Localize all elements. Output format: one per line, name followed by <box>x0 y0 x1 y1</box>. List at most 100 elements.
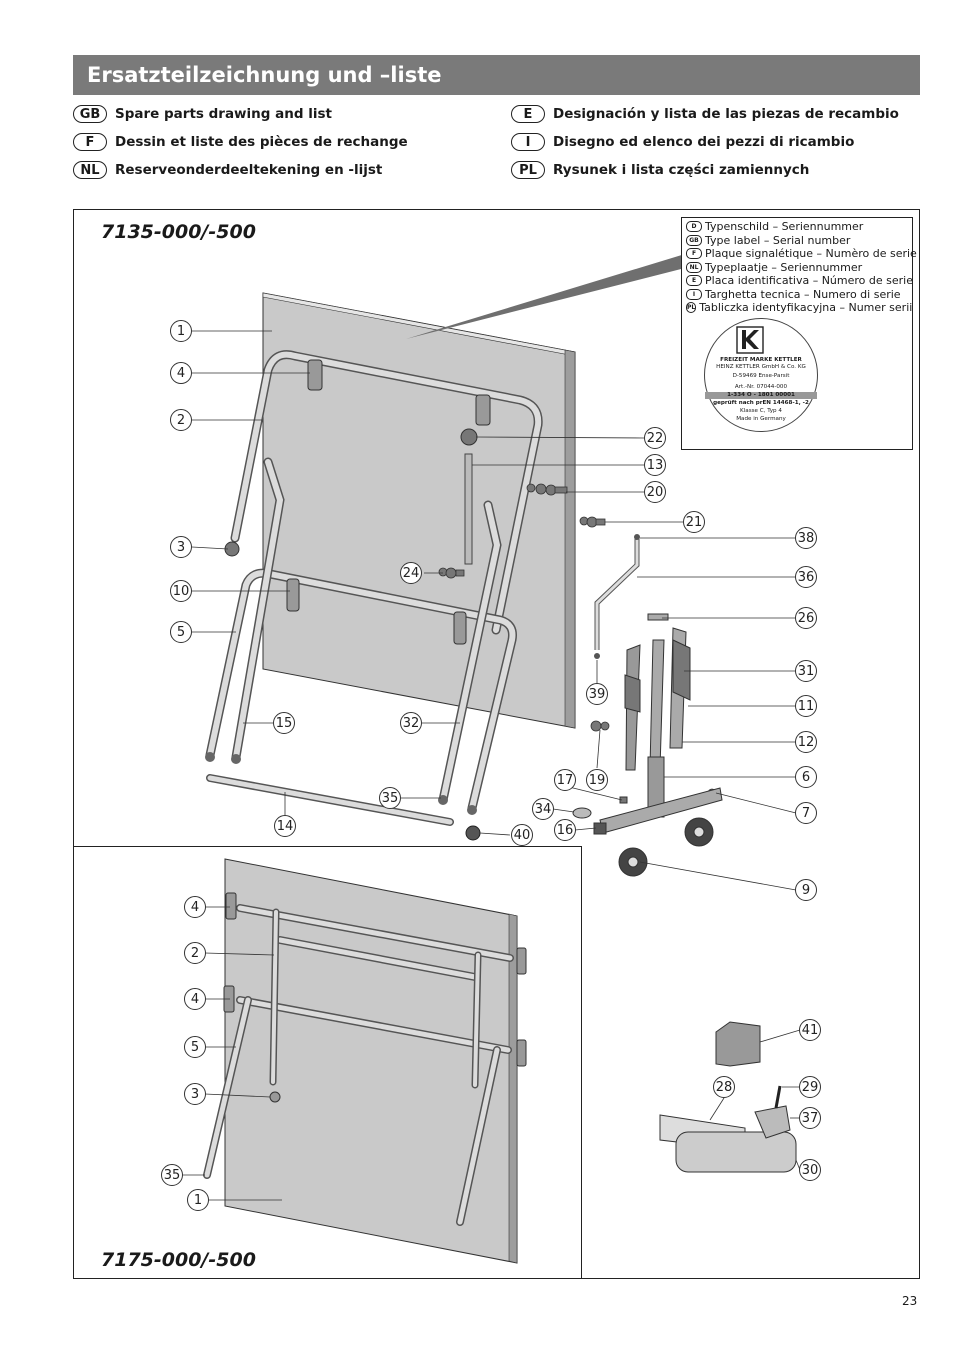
callout-circle <box>795 607 817 629</box>
lang-code: E <box>511 105 545 123</box>
callout-number: 2 <box>191 946 199 961</box>
part-callout-41: 41 <box>799 1019 821 1041</box>
callout-circle <box>586 683 608 705</box>
callout-number: 7 <box>802 806 810 821</box>
drawing-frame <box>73 209 920 1279</box>
callout-circle <box>713 1076 735 1098</box>
callout-number: 4 <box>191 992 199 1007</box>
callout-circle <box>795 731 817 753</box>
callout-circle <box>170 621 192 643</box>
part-callout-39: 39 <box>586 683 608 705</box>
type-label-entry: I Targhetta tecnica – Numero di serie <box>686 288 901 301</box>
part-callout-17: 17 <box>554 769 576 791</box>
part-callout-15: 15 <box>273 712 295 734</box>
callout-number: 34 <box>535 802 552 817</box>
type-label-text: Targhetta tecnica – Numero di serie <box>705 287 901 301</box>
page-number: 23 <box>902 1294 918 1308</box>
part-callout-6: 6 <box>795 766 817 788</box>
lang-text: Spare parts drawing and list <box>115 106 332 122</box>
callout-circle <box>554 819 576 841</box>
callout-circle <box>795 566 817 588</box>
part-callout-22: 22 <box>644 427 666 449</box>
callout-number: 28 <box>716 1080 733 1095</box>
callout-number: 13 <box>647 458 664 473</box>
callout-circle <box>511 824 533 846</box>
callout-number: 26 <box>798 611 815 626</box>
part-callout-9: 9 <box>795 879 817 901</box>
lang-text: Disegno ed elenco dei pezzi di ricambio <box>553 134 855 150</box>
callout-number: 1 <box>177 324 185 339</box>
part-callout-11: 11 <box>795 695 817 717</box>
callout-number: 12 <box>798 735 815 750</box>
callout-circle <box>184 1083 206 1105</box>
callout-circle <box>799 1019 821 1041</box>
type-label-entry: F Plaque signalétique – Numèro de serie <box>686 247 917 260</box>
part-callout-3: 3 <box>184 1083 206 1105</box>
callout-number: 20 <box>647 485 664 500</box>
type-label-seal: FREIZEIT MARKE KETTLER HEINZ KETTLER Gmb… <box>704 318 818 432</box>
part-callout-35: 35 <box>379 787 401 809</box>
lang-code: PL <box>511 161 545 179</box>
part-callout-12: 12 <box>795 731 817 753</box>
callout-circle <box>795 766 817 788</box>
callout-circle <box>554 769 576 791</box>
lang-code: NL <box>686 261 702 273</box>
callout-circle <box>795 879 817 901</box>
callout-circle <box>184 942 206 964</box>
callout-number: 32 <box>403 716 420 731</box>
part-callout-16: 16 <box>554 819 576 841</box>
part-callout-1: 1 <box>187 1189 209 1211</box>
part-callout-14: 14 <box>274 815 296 837</box>
lang-row-nl: NL Reserveonderdeeltekening en -lijst <box>73 160 382 180</box>
callout-circle <box>379 787 401 809</box>
callout-number: 37 <box>802 1111 819 1126</box>
part-callout-26: 26 <box>795 607 817 629</box>
callout-number: 6 <box>802 770 810 785</box>
part-callout-2: 2 <box>170 409 192 431</box>
part-callout-21: 21 <box>683 511 705 533</box>
seal-line: Klasse C, Typ 4 <box>740 408 782 414</box>
seal-serial: 1-334 O - 1801 00001 <box>705 392 817 399</box>
kettler-logo-icon <box>736 326 764 354</box>
callout-number: 9 <box>802 883 810 898</box>
callout-circle <box>400 562 422 584</box>
lang-row-gb: GB Spare parts drawing and list <box>73 104 332 124</box>
part-callout-2: 2 <box>184 942 206 964</box>
lang-row-i: I Disegno ed elenco dei pezzi di ricambi… <box>511 132 854 152</box>
part-callout-31: 31 <box>795 660 817 682</box>
callout-circle <box>795 527 817 549</box>
seal-line: Art.-Nr. 07044-000 <box>734 384 788 390</box>
callout-circle <box>170 580 192 602</box>
callout-number: 4 <box>177 366 185 381</box>
callout-circle <box>799 1107 821 1129</box>
callout-circle <box>400 712 422 734</box>
callout-number: 10 <box>173 584 190 599</box>
model-number-top: 7135-000/-500 <box>101 221 256 243</box>
part-callout-38: 38 <box>795 527 817 549</box>
callout-number: 29 <box>802 1080 819 1095</box>
callout-number: 22 <box>647 431 664 446</box>
callout-circle <box>170 536 192 558</box>
part-callout-4: 4 <box>170 362 192 384</box>
part-callout-34: 34 <box>532 798 554 820</box>
lang-row-pl: PL Rysunek i lista części zamiennych <box>511 160 809 180</box>
lang-text: Rysunek i lista części zamiennych <box>553 162 810 178</box>
part-callout-37: 37 <box>799 1107 821 1129</box>
seal-line: geprüft nach prEN 14468-1, -2 <box>713 400 809 406</box>
lang-code: I <box>511 133 545 151</box>
type-label-text: Typeplaatje – Seriennummer <box>705 260 863 274</box>
callout-number: 30 <box>802 1163 819 1178</box>
callout-number: 15 <box>276 716 293 731</box>
lang-text: Designación y lista de las piezas de rec… <box>553 106 899 122</box>
part-callout-1: 1 <box>170 320 192 342</box>
callout-circle <box>644 481 666 503</box>
part-callout-5: 5 <box>184 1036 206 1058</box>
type-label-entry: D Typenschild – Seriennummer <box>686 220 863 233</box>
callout-number: 14 <box>277 819 294 834</box>
callout-number: 31 <box>798 664 815 679</box>
callout-circle <box>170 409 192 431</box>
part-callout-4: 4 <box>184 988 206 1010</box>
callout-number: 36 <box>798 570 815 585</box>
callout-number: 1 <box>194 1193 202 1208</box>
